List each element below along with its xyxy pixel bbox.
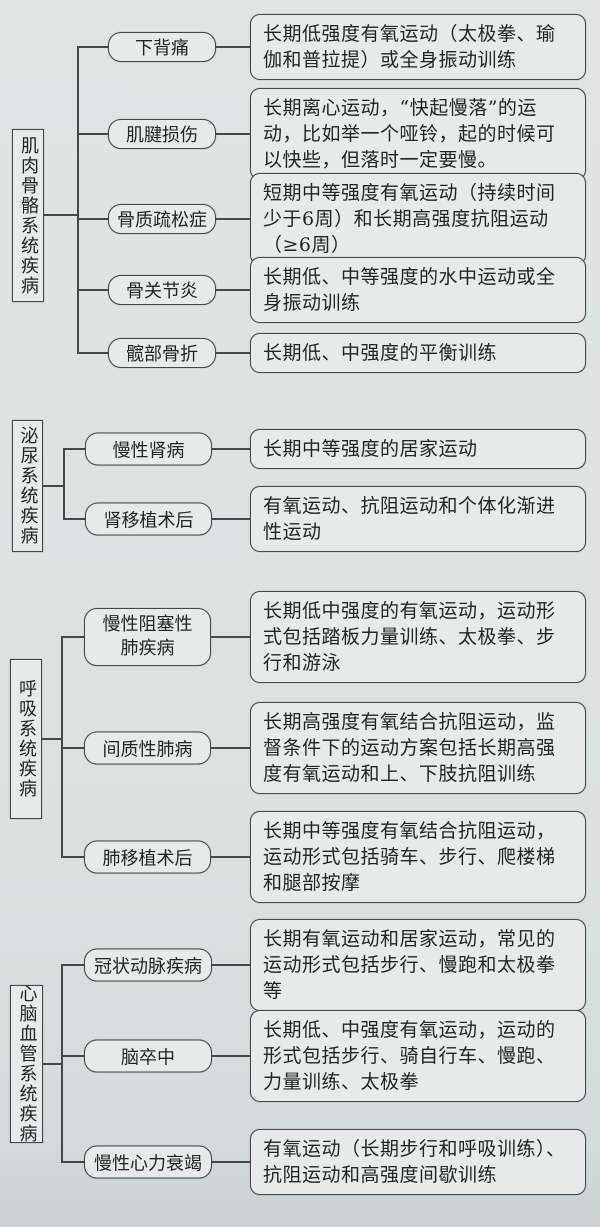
disease-box-chronic-heart-failure: 慢性心力衰竭 <box>84 1145 212 1179</box>
disease-box-chronic-kidney-disease: 慢性肾病 <box>85 432 212 466</box>
connector-desc-line <box>216 352 250 354</box>
disease-label: 冠状动脉疾病 <box>94 956 202 977</box>
exercise-desc-lower-back-pain: 长期低强度有氧运动（太极拳、瑜伽和普拉提）或全身振动训练 <box>250 14 586 80</box>
disease-label: 慢性心力衰竭 <box>94 1153 202 1174</box>
exercise-desc-post-kidney-transplant: 有氧运动、抗阻运动和个体化渐进性运动 <box>250 486 586 552</box>
connector-desc-line <box>212 1161 250 1163</box>
connector-desc-line <box>212 448 250 450</box>
category-label: 呼吸系统疾病 <box>16 679 37 799</box>
connector-desc-line <box>216 218 250 220</box>
connector-branch-line <box>77 133 108 135</box>
exercise-desc-osteoarthritis: 长期低、中等强度的水中运动或全身振动训练 <box>250 257 586 323</box>
connector-desc-line <box>211 856 250 858</box>
connector-category-line <box>42 738 61 740</box>
connector-branch-line <box>77 289 108 291</box>
exercise-desc-chronic-kidney-disease: 长期中等强度的居家运动 <box>250 429 586 469</box>
exercise-desc-text: 长期中等强度的居家运动 <box>263 438 478 460</box>
category-label: 泌尿系统疾病 <box>17 426 39 546</box>
disease-box-coronary-artery-disease: 冠状动脉疾病 <box>84 948 212 982</box>
exercise-desc-text: 长期高强度有氧结合抗阻运动，监督条件下的运动方案包括长期高强度有氧运动和上、下肢… <box>263 711 556 785</box>
exercise-desc-tendon-injury: 长期离心运动，“快起慢落”的运动，比如举一个哑铃，起的时候可以快些，但落时一定要… <box>250 88 586 180</box>
connector-desc-line <box>212 1055 250 1057</box>
disease-label: 肺移植术后 <box>102 848 193 869</box>
disease-box-post-kidney-transplant: 肾移植术后 <box>85 502 212 536</box>
connector-desc-line <box>216 133 250 135</box>
category-label: 肌肉骨骼系统疾病 <box>18 135 39 296</box>
exercise-desc-post-lung-transplant: 长期中等强度有氧结合抗阻运动，运动形式包括骑车、步行、爬楼梯和腿部按摩 <box>250 811 586 903</box>
exercise-desc-stroke: 长期低、中强度有氧运动，运动的形式包括步行、骑自行车、慢跑、力量训练、太极拳 <box>250 1010 586 1102</box>
disease-label: 脑卒中 <box>121 1047 175 1068</box>
category-box-musculoskeletal: 肌肉骨骼系统疾病 <box>12 129 44 302</box>
disease-label: 下背痛 <box>135 38 189 59</box>
connector-branch-line <box>77 218 108 220</box>
connector-desc-line <box>212 964 250 966</box>
exercise-desc-text: 有氧运动、抗阻运动和个体化渐进性运动 <box>263 495 556 543</box>
disease-label: 骨关节炎 <box>126 281 198 302</box>
connector-trunk-line <box>63 449 65 519</box>
connector-branch-line <box>61 636 84 638</box>
exercise-desc-text: 长期低、中等强度的水中运动或全身振动训练 <box>263 266 556 314</box>
category-box-respiratory: 呼吸系统疾病 <box>10 659 42 819</box>
connector-trunk-line <box>61 965 63 1162</box>
connector-branch-line <box>63 518 85 520</box>
connector-branch-line <box>77 352 108 354</box>
disease-box-lower-back-pain: 下背痛 <box>108 32 216 62</box>
exercise-desc-interstitial-lung-disease: 长期高强度有氧结合抗阻运动，监督条件下的运动方案包括长期高强度有氧运动和上、下肢… <box>250 702 586 794</box>
connector-trunk-line <box>77 47 79 353</box>
exercise-desc-hip-fracture: 长期低、中强度的平衡训练 <box>250 333 586 373</box>
connector-category-line <box>44 214 77 216</box>
disease-box-tendon-injury: 肌腱损伤 <box>108 119 216 149</box>
disease-label: 慢性阻塞性肺疾病 <box>102 614 193 659</box>
disease-box-osteoarthritis: 骨关节炎 <box>108 275 216 305</box>
connector-category-line <box>43 485 63 487</box>
exercise-desc-text: 长期离心运动，“快起慢落”的运动，比如举一个哑铃，起的时候可以快些，但落时一定要… <box>263 97 556 171</box>
disease-box-copd: 慢性阻塞性肺疾病 <box>84 608 211 666</box>
exercise-desc-copd: 长期低中强度的有氧运动，运动形式包括踏板力量训练、太极拳、步行和游泳 <box>250 591 586 683</box>
category-label: 心脑血管系统疾病 <box>16 984 38 1144</box>
connector-branch-line <box>61 856 84 858</box>
connector-desc-line <box>211 747 250 749</box>
connector-desc-line <box>216 289 250 291</box>
connector-branch-line <box>61 1161 84 1163</box>
category-box-cardiovascular: 心脑血管系统疾病 <box>10 984 43 1144</box>
exercise-desc-text: 短期中等强度有氧运动（持续时间少于6周）和长期高强度抗阻运动（≥6周） <box>263 182 556 256</box>
exercise-desc-osteoporosis: 短期中等强度有氧运动（持续时间少于6周）和长期高强度抗阻运动（≥6周） <box>250 173 586 265</box>
connector-desc-line <box>216 46 250 48</box>
disease-box-post-lung-transplant: 肺移植术后 <box>84 840 211 874</box>
connector-branch-line <box>61 1055 84 1057</box>
disease-box-hip-fracture: 髋部骨折 <box>108 338 216 368</box>
exercise-desc-text: 长期低、中强度的平衡训练 <box>263 342 498 364</box>
category-box-urinary: 泌尿系统疾病 <box>12 420 43 552</box>
connector-desc-line <box>211 636 250 638</box>
disease-label: 肌腱损伤 <box>126 125 198 146</box>
disease-box-osteoporosis: 骨质疏松症 <box>108 204 216 234</box>
exercise-desc-coronary-artery-disease: 长期有氧运动和居家运动，常见的运动形式包括步行、慢跑和太极拳等 <box>250 919 586 1011</box>
disease-box-stroke: 脑卒中 <box>84 1039 212 1073</box>
connector-branch-line <box>77 46 108 48</box>
exercise-desc-text: 长期有氧运动和居家运动，常见的运动形式包括步行、慢跑和太极拳等 <box>263 928 556 1002</box>
connector-branch-line <box>63 448 85 450</box>
disease-label: 间质性肺病 <box>102 739 193 760</box>
disease-label: 骨质疏松症 <box>117 210 207 231</box>
exercise-desc-text: 长期低、中强度有氧运动，运动的形式包括步行、骑自行车、慢跑、力量训练、太极拳 <box>263 1019 556 1093</box>
exercise-desc-text: 长期低中强度的有氧运动，运动形式包括踏板力量训练、太极拳、步行和游泳 <box>263 600 556 674</box>
connector-category-line <box>43 1063 61 1065</box>
exercise-desc-text: 长期中等强度有氧结合抗阻运动，运动形式包括骑车、步行、爬楼梯和腿部按摩 <box>263 820 556 894</box>
exercise-desc-text: 有氧运动（长期步行和呼吸训练）、抗阻运动和高强度间歇训练 <box>263 1138 566 1186</box>
disease-label: 髋部骨折 <box>126 344 198 365</box>
disease-label: 慢性肾病 <box>112 440 185 461</box>
disease-box-interstitial-lung-disease: 间质性肺病 <box>84 731 211 765</box>
connector-desc-line <box>212 518 250 520</box>
exercise-desc-chronic-heart-failure: 有氧运动（长期步行和呼吸训练）、抗阻运动和高强度间歇训练 <box>250 1129 586 1195</box>
exercise-desc-text: 长期低强度有氧运动（太极拳、瑜伽和普拉提）或全身振动训练 <box>263 23 556 71</box>
connector-branch-line <box>61 964 84 966</box>
disease-label: 肾移植术后 <box>103 510 194 531</box>
connector-branch-line <box>61 747 84 749</box>
